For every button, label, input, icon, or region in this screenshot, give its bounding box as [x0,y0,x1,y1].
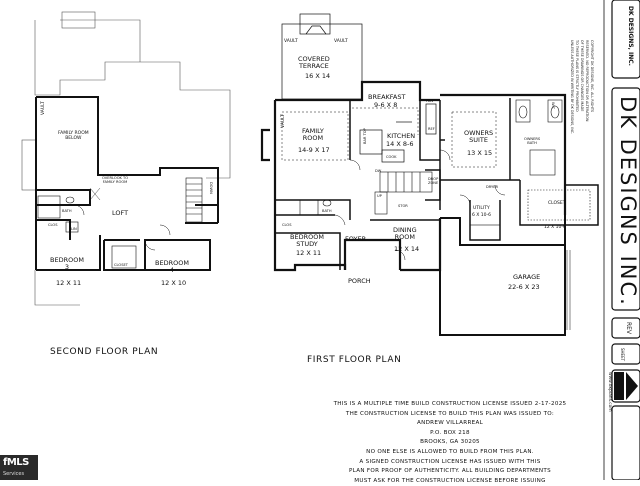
license-line: A SIGNED CONSTRUCTION LICENSE HAS ISSUED… [359,458,541,465]
room-size: 13 X 15 [467,149,493,157]
room-label: CLOSET [114,263,128,267]
title-block [603,0,640,480]
room-label: KITCHEN [387,132,416,140]
license-line: NO ONE ELSE IS ALLOWED TO BUILD FROM THI… [366,448,534,455]
room-label: REF [428,127,435,131]
license-line: THIS IS A MULTIPLE TIME BUILD CONSTRUCTI… [333,401,567,407]
room-label: BAR TOP [363,128,367,144]
room-label: DRYER [486,185,498,189]
room-label: OWNERS BATH [524,137,541,145]
room-label: PORCH [348,277,371,285]
room-size: 14 X 8-6 [386,140,414,148]
room-label: DINING ROOM [393,226,417,241]
room-label: UP [377,194,382,198]
room-label: UTILITY [473,206,490,211]
sheet-label: SHEET [620,348,625,362]
copyright-notice: COPYRIGHT DK DESIGNS, INC. ALL RIGHTS RE… [566,40,594,165]
room-size: 14-9 X 17 [298,146,330,154]
copyright-line: UNLESS AUTHORIZED IN WRITING BY DK DESIG… [570,40,574,135]
plan-title: SECOND FLOOR PLAN [50,347,159,357]
mls-logo-text: fMLS [3,457,29,468]
second-floor-walls [36,167,219,271]
room-size: 12 X 10-6 [544,225,566,230]
room-label: OVERLOOK TO FAMILY ROOM [102,176,129,184]
room-label: FAMILY ROOM [302,127,324,142]
room-label: LOFT [112,209,129,217]
room-label: VAULT [281,114,286,128]
room-label: VAULT [41,101,46,115]
room-label: COOK [386,155,397,159]
room-label: DW [375,169,382,173]
license-line: P.O. BOX 218 [430,429,470,436]
license-line: MUST ASK FOR THE CONSTRUCTION LICENSE BE… [354,477,546,484]
copyright-line: RESERVED. NO REPRODUCTION OR ALTERATION [585,40,589,122]
room-size: 22-6 X 23 [508,283,540,291]
room-label: VAULT [334,39,348,44]
room-size: 12 X 11 [296,249,322,257]
room-label: FOYER [345,235,367,243]
room-size: 16 X 14 [305,72,331,80]
mls-logo: fMLS Services [0,455,38,480]
room-label: DOWN [209,182,213,194]
room-label: CLOSET [548,201,566,206]
plan-title: FIRST FLOOR PLAN [307,355,402,365]
copyright-line: OF THESE DRAWINGS OR CHANGES MADE [580,40,584,112]
copyright-line: TO THESE PLANS IS STRICTLY PROHIBITED [575,40,579,112]
room-size: 9-6 X 8 [374,101,398,109]
room-label: GARAGE [513,273,541,281]
room-size: 12 X 14 [394,245,420,253]
first-floor-exterior [260,80,567,272]
dk-mark-logo [614,372,638,400]
room-label: OWNERS SUITE [464,129,494,144]
copyright-line: COPYRIGHT DK DESIGNS, INC. ALL RIGHTS [590,40,594,113]
mls-logo-sub: Services [3,471,25,477]
room-label: BREAKFAST [368,93,406,101]
rev-label: REV [625,322,632,335]
brand-name-large: DK DESIGNS INC. [616,96,640,307]
room-label: CLOS [282,223,292,227]
room-label: COVERED TERRACE [298,55,330,70]
license-line: ANDREW VILLARREAL [416,420,484,427]
room-label: BATH [322,209,332,213]
room-label: LIN [71,227,77,231]
license-line: PLAN FOR PROOF OF AUTHENTICITY. ALL BUIL… [349,468,551,475]
room-size: 6 X 10-6 [472,213,492,218]
room-size: 12 X 11 [56,279,82,287]
room-label: FAMILY ROOM BELOW [58,131,89,141]
room-label: BATH [62,209,72,213]
license-notice: THIS IS A MULTIPLE TIME BUILD CONSTRUCTI… [300,400,600,486]
room-label: PAN [426,99,434,103]
room-label: STOR [398,204,408,208]
second-floor-roof-outline [21,11,231,306]
garage-outline [439,215,566,336]
brand-name-small: DK DESIGNS, INC. [627,6,634,66]
room-label: BEDROOM 3 [50,256,84,271]
room-label: WIC [551,102,555,110]
website-link[interactable]: www.dkplans.com [607,372,612,412]
license-line: THE CONSTRUCTION LICENSE TO BUILD THIS P… [345,410,555,417]
second-floor-stair [185,177,203,223]
room-label: CLOS [48,223,58,227]
first-floor-stair [374,171,433,215]
room-label: VAULT [284,39,298,44]
room-size: 12 X 10 [161,279,187,287]
room-label: BEDROOM 4 [155,259,189,274]
room-label: BEDROOM STUDY [290,233,324,248]
license-line: BROOKS, GA 30205 [420,439,480,446]
room-label: DROP ZONE [428,177,439,185]
